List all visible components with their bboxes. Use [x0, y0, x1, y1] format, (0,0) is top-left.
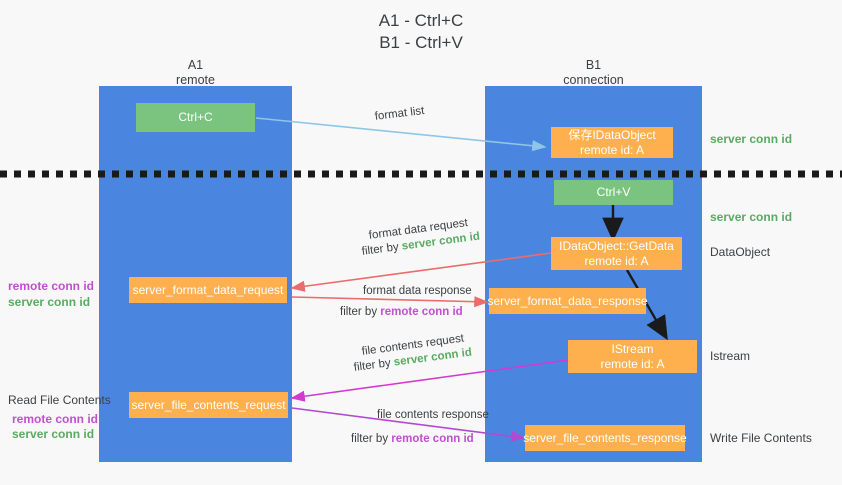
node-server-file-contents-request-label: server_file_contents_request: [131, 397, 286, 412]
format-data-response-filter-value: remote conn id: [380, 306, 463, 318]
format-data-response-filter-prefix: filter by: [340, 306, 381, 318]
side-label-remote-conn-id-bottom: remote conn id: [12, 412, 99, 426]
node-ctrl-v[interactable]: Ctrl+V: [554, 180, 673, 205]
node-server-format-data-response-label: server_format_data_response: [487, 293, 648, 308]
file-contents-request-filter-prefix: filter by: [353, 356, 395, 374]
column-b1-sub: connection: [563, 73, 624, 87]
node-save-dataobject-line2: remote id: A: [579, 142, 645, 157]
arrow-label-format-list: format list: [374, 104, 426, 123]
node-istream-line1: IStream: [611, 341, 654, 356]
node-getdata-line1: IDataObject::GetData: [559, 238, 674, 253]
side-label-server-conn-id-left-mid: server conn id: [8, 295, 91, 309]
diagram-title: A1 - Ctrl+C B1 - Ctrl+V: [0, 10, 842, 54]
column-a1-name: A1: [187, 58, 204, 72]
title-line-1: A1 - Ctrl+C: [378, 11, 464, 30]
side-label-server-conn-id-top: server conn id: [710, 132, 793, 146]
side-label-dataobject: DataObject: [710, 245, 771, 259]
arrow-label-file-contents-response-filter: filter by remote conn id: [351, 432, 474, 447]
column-a1-sub: remote: [176, 73, 215, 87]
node-server-format-data-request-label: server_format_data_request: [132, 282, 284, 297]
file-contents-response-filter-prefix: filter by: [351, 433, 392, 445]
column-header-a1: A1 remote: [99, 58, 292, 88]
node-server-format-data-response[interactable]: server_format_data_response: [487, 288, 648, 314]
node-getdata[interactable]: IDataObject::GetData remote id: A: [551, 237, 682, 270]
node-ctrl-c-label: Ctrl+C: [178, 110, 213, 124]
arrow-label-format-data-response-filter: filter by remote conn id: [340, 305, 463, 320]
file-contents-response-filter-value: remote conn id: [391, 433, 474, 445]
node-server-file-contents-response-label: server_file_contents_response: [523, 430, 687, 445]
side-label-read-file-contents: Read File Contents: [8, 393, 111, 407]
node-save-dataobject[interactable]: 保存IDataObject remote id: A: [551, 127, 673, 158]
side-label-server-conn-id-bottom: server conn id: [12, 427, 95, 441]
node-server-file-contents-response[interactable]: server_file_contents_response: [523, 425, 687, 451]
arrow-label-file-contents-response: file contents response: [377, 409, 489, 421]
column-b1-name: B1: [585, 58, 602, 72]
side-label-write-file-contents: Write File Contents: [710, 431, 812, 445]
node-getdata-line2: remote id: A: [584, 253, 649, 268]
title-line-2: B1 - Ctrl+V: [379, 33, 463, 52]
arrow-label-format-data-response: format data response: [363, 285, 472, 297]
node-ctrl-v-label: Ctrl+V: [596, 185, 631, 199]
side-label-istream: Istream: [710, 349, 751, 363]
column-header-b1: B1 connection: [485, 58, 702, 88]
node-save-dataobject-line1: 保存IDataObject: [568, 127, 656, 142]
side-label-server-conn-id-mid: server conn id: [710, 210, 793, 224]
node-istream[interactable]: IStream remote id: A: [568, 340, 697, 373]
side-label-remote-conn-id-mid: remote conn id: [8, 279, 95, 293]
node-istream-line2: remote id: A: [600, 356, 665, 371]
node-server-format-data-request[interactable]: server_format_data_request: [129, 277, 287, 303]
format-data-request-filter-prefix: filter by: [361, 240, 403, 258]
node-ctrl-c[interactable]: Ctrl+C: [136, 103, 255, 132]
node-server-file-contents-request[interactable]: server_file_contents_request: [129, 392, 288, 418]
